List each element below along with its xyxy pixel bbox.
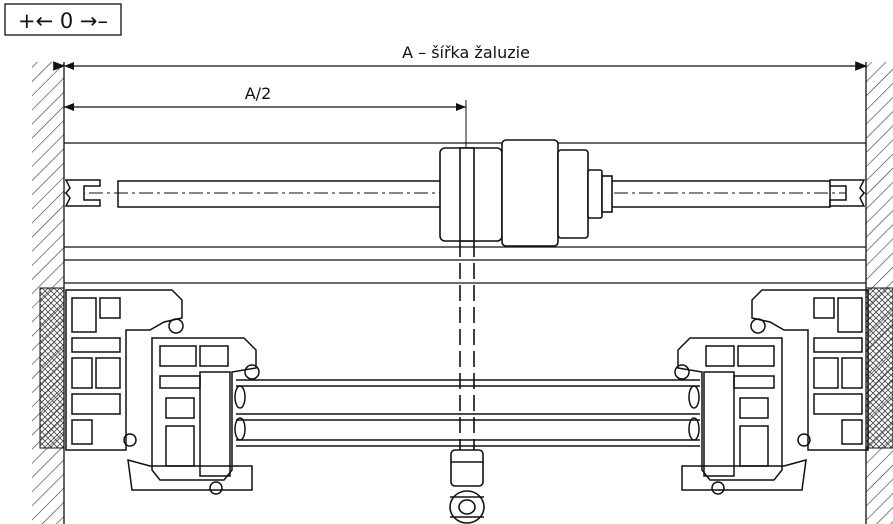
right-bracket (829, 179, 866, 207)
direction-legend: +← 0 →– (4, 3, 122, 36)
glazing (234, 379, 700, 447)
left-window-frame (65, 289, 260, 495)
gearbox (439, 139, 613, 247)
legend-text: +← 0 →– (18, 9, 108, 33)
right-insulation (865, 287, 893, 449)
half-width-label: A/2 (245, 84, 272, 103)
right-window-frame (674, 289, 869, 495)
left-bracket (64, 179, 101, 207)
crank-rod (459, 241, 475, 450)
head-box (64, 142, 866, 284)
left-insulation (39, 287, 65, 449)
crank-handle (449, 449, 485, 524)
dimension-full-width: A – šířka žaluzie (53, 43, 868, 71)
dimension-half-width: A/2 (64, 84, 467, 150)
full-width-label: A – šířka žaluzie (402, 43, 530, 62)
